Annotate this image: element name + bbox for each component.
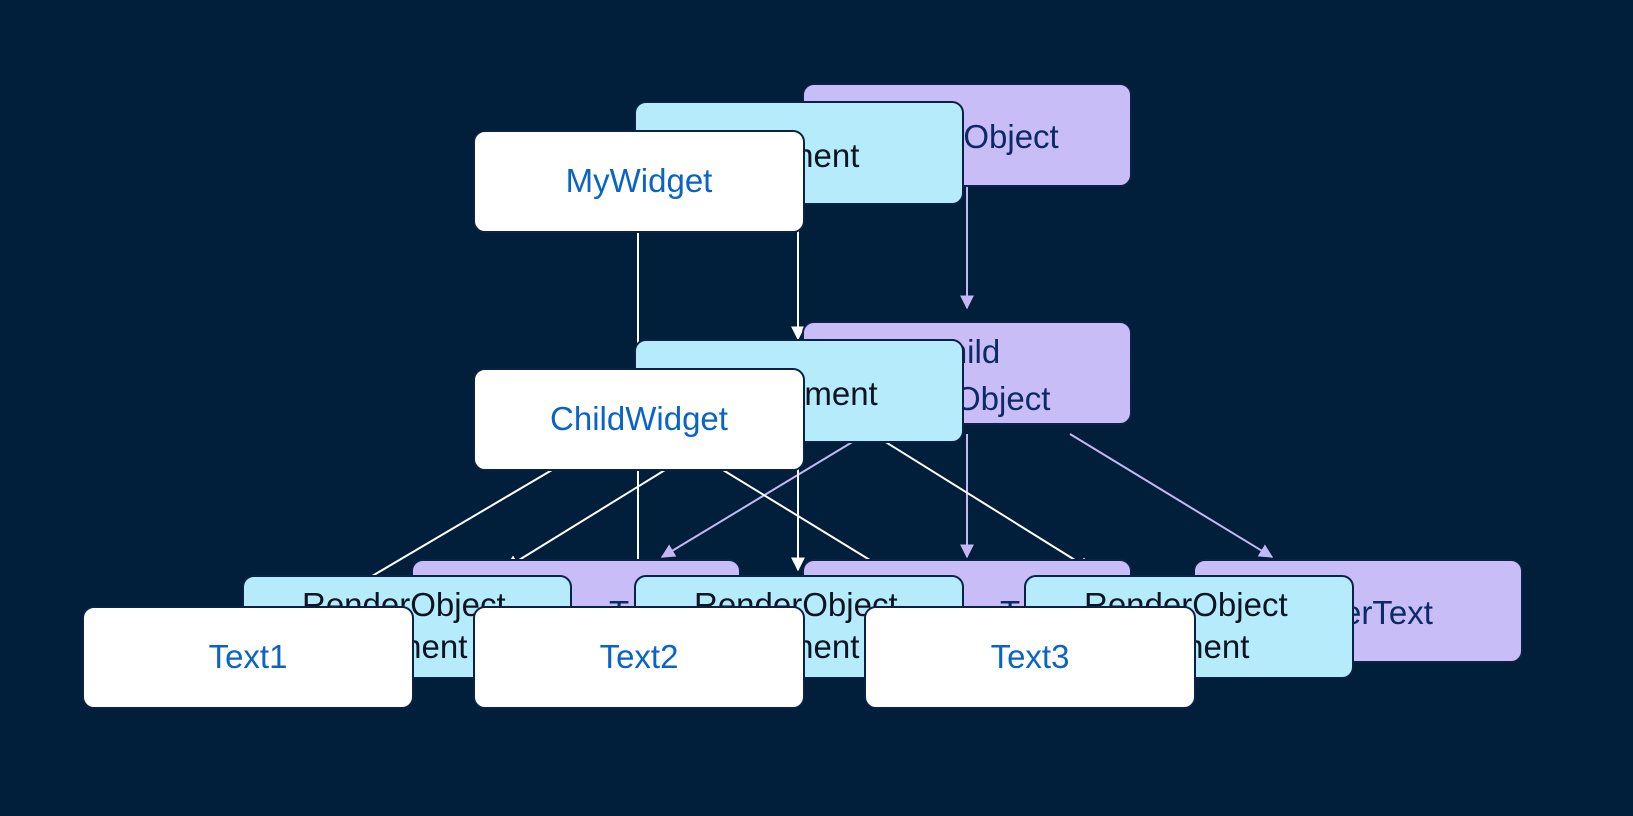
edge-widget-child-to-element-leaf-1 — [504, 469, 666, 569]
text-widget-node-2: Text2 — [473, 606, 805, 709]
widget-label: Text2 — [599, 638, 679, 676]
edge-element-child-to-render-leaf-1 — [660, 440, 855, 558]
render-text-label: erText — [1343, 594, 1433, 631]
text-widget-node-3: Text3 — [864, 606, 1196, 709]
edge-widget-child-to-leaf-1 — [344, 469, 553, 593]
widget-label: ChildWidget — [550, 400, 728, 438]
edge-render-child-to-leaf-3 — [1069, 433, 1274, 558]
widget-label: Text1 — [208, 638, 288, 676]
widget-node-child: ChildWidget — [473, 368, 805, 471]
edge-element-child-to-leaf-3 — [883, 440, 1093, 571]
text-widget-node-1: Text1 — [82, 606, 414, 709]
widget-label: MyWidget — [565, 162, 713, 200]
widget-label: Text3 — [990, 638, 1070, 676]
widget-node-root: MyWidget — [473, 130, 805, 233]
